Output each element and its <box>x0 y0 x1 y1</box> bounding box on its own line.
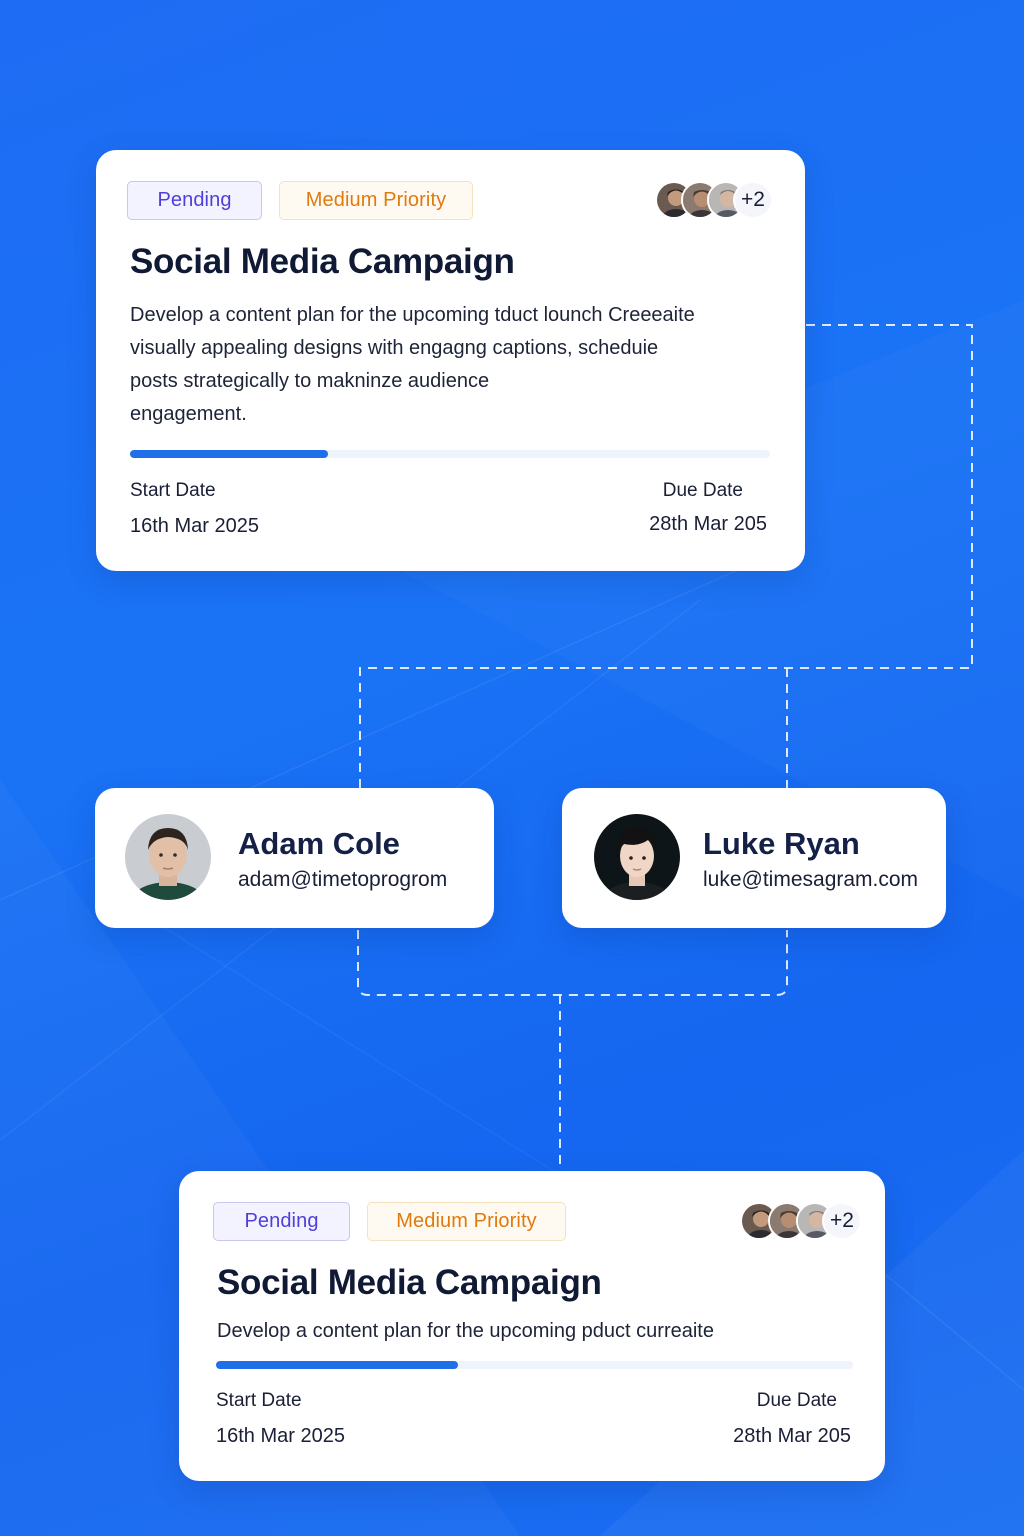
start-date-label: Start Date <box>216 1390 302 1411</box>
avatar <box>594 814 680 900</box>
assignee-email[interactable]: luke@timesagram.com <box>703 868 919 891</box>
start-date-value: 16th Mar 2025 <box>216 1425 345 1447</box>
description-line: posts strategically to makninze audience <box>130 370 490 392</box>
task-card[interactable]: Pending Medium Priority +2 Social Media … <box>96 150 805 571</box>
extra-members-count[interactable]: +2 <box>822 1202 862 1240</box>
description-line: visually appealing designs with engagng … <box>130 337 659 359</box>
progress-fill <box>130 450 329 458</box>
card-description: Develop a content plan for the upcoming … <box>130 299 770 431</box>
start-date-value: 16th Mar 2025 <box>130 515 259 537</box>
priority-badge[interactable]: Medium Priority <box>367 1202 566 1241</box>
assignee-name: Luke Ryan <box>703 826 860 861</box>
progress-fill <box>216 1361 459 1369</box>
due-date-label: Due Date <box>662 480 743 501</box>
due-date-value: 28th Mar 205 <box>649 513 767 535</box>
status-badge[interactable]: Pending <box>213 1202 350 1241</box>
assignee-name: Adam Cole <box>238 826 400 861</box>
card-title: Social Media Campaign <box>130 242 515 281</box>
priority-badge[interactable]: Medium Priority <box>279 181 473 220</box>
task-card[interactable]: Pending Medium Priority +2 Social Media … <box>179 1171 885 1481</box>
member-avatars[interactable]: +2 <box>655 181 775 221</box>
description-line: Develop a content plan for the upcoming … <box>130 304 695 326</box>
assignee-email[interactable]: adam@timetoprogrom <box>238 868 448 891</box>
progress-bar <box>216 1361 853 1369</box>
member-avatars[interactable]: +2 <box>740 1202 864 1242</box>
assignee-card[interactable]: Adam Cole adam@timetoprogrom <box>95 788 494 928</box>
assignee-card[interactable]: Luke Ryan luke@timesagram.com <box>562 788 946 928</box>
description-line: engagement. <box>130 403 247 425</box>
card-description: Develop a content plan for the upcoming … <box>217 1315 857 1348</box>
start-date-label: Start Date <box>130 480 216 501</box>
extra-members-count[interactable]: +2 <box>733 181 773 219</box>
description-line: Develop a content plan for the upcoming … <box>217 1320 714 1342</box>
avatar <box>125 814 211 900</box>
due-date-label: Due Date <box>756 1390 837 1411</box>
status-badge[interactable]: Pending <box>127 181 262 220</box>
progress-bar <box>130 450 770 458</box>
due-date-value: 28th Mar 205 <box>733 1425 851 1447</box>
card-title: Social Media Campaign <box>217 1263 602 1302</box>
